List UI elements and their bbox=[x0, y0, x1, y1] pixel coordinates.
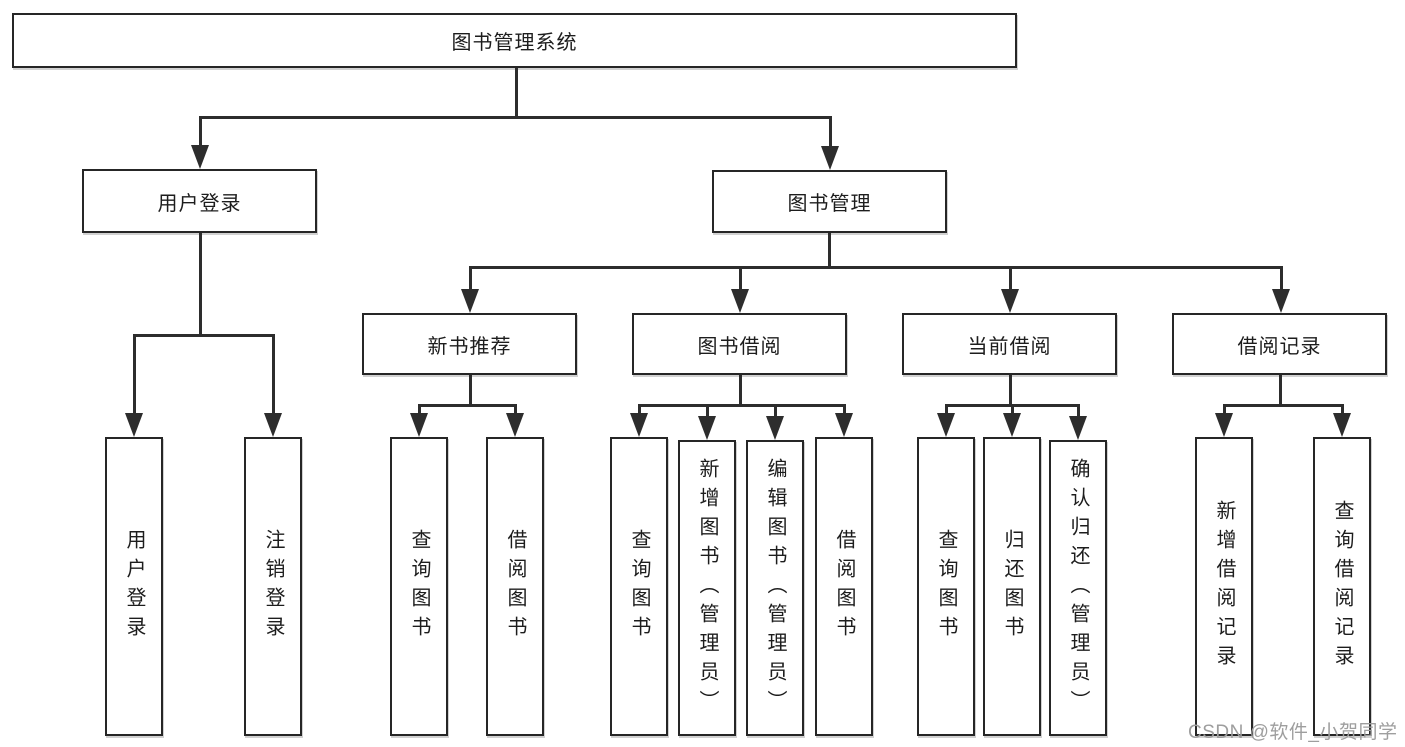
connector-stem bbox=[706, 404, 709, 418]
node-label: 图书管理 bbox=[787, 193, 872, 215]
leaf-label: 注销登录 bbox=[262, 528, 284, 645]
arrow-down-icon bbox=[125, 413, 143, 437]
arrow-down-icon bbox=[264, 413, 282, 437]
arrow-down-icon bbox=[1272, 289, 1290, 313]
leaf-query-borrow-record: 查询借阅记录 bbox=[1313, 437, 1371, 736]
leaf-add-book-admin: 新增图书（管理员） bbox=[678, 440, 736, 736]
leaf-label: 查询图书 bbox=[935, 528, 957, 645]
leaf-query-books-recommend: 查询图书 bbox=[390, 437, 448, 736]
node-book-management: 图书管理 bbox=[712, 170, 947, 233]
csdn-watermark: CSDN @软件_小贺同学 bbox=[1188, 722, 1398, 743]
node-borrowing-records: 借阅记录 bbox=[1172, 313, 1387, 375]
connector-stem bbox=[1009, 375, 1012, 406]
arrow-down-icon bbox=[461, 289, 479, 313]
arrow-down-icon bbox=[821, 146, 839, 170]
connector-rail bbox=[133, 334, 274, 337]
connector-stem bbox=[1223, 404, 1226, 416]
connector-rail bbox=[418, 404, 516, 407]
connector-stem bbox=[272, 334, 275, 416]
arrow-down-icon bbox=[698, 416, 716, 440]
connector-stem bbox=[1279, 375, 1282, 406]
leaf-label: 确认归还（管理员） bbox=[1067, 457, 1089, 719]
connector-stem bbox=[133, 334, 136, 416]
connector-stem bbox=[1077, 404, 1080, 418]
node-label: 图书借阅 bbox=[697, 335, 782, 358]
connector-stem bbox=[1280, 266, 1283, 292]
connector-stem bbox=[469, 375, 472, 406]
leaf-query-books-current: 查询图书 bbox=[917, 437, 975, 736]
leaf-label: 新增图书（管理员） bbox=[696, 457, 718, 719]
connector-level2-rail bbox=[199, 116, 831, 119]
connector-stem bbox=[1009, 266, 1012, 292]
node-label: 用户登录 bbox=[157, 192, 242, 215]
node-library-system: 图书管理系统 bbox=[12, 13, 1017, 68]
connector-stem bbox=[1341, 404, 1344, 416]
leaf-edit-book-admin: 编辑图书（管理员） bbox=[746, 440, 804, 736]
leaf-label: 借阅图书 bbox=[833, 528, 855, 645]
leaf-label: 查询借阅记录 bbox=[1331, 499, 1353, 674]
node-label: 借阅记录 bbox=[1237, 335, 1322, 358]
arrow-down-icon bbox=[506, 413, 524, 437]
connector-stem bbox=[199, 233, 202, 337]
leaf-user-login: 用户登录 bbox=[105, 437, 163, 736]
connector-rail bbox=[1223, 404, 1343, 407]
connector-stem bbox=[638, 404, 641, 416]
node-user-login: 用户登录 bbox=[82, 169, 317, 233]
connector-rail bbox=[638, 404, 845, 407]
connector-stem bbox=[843, 404, 846, 416]
leaf-label: 查询图书 bbox=[628, 528, 650, 645]
leaf-add-borrow-record: 新增借阅记录 bbox=[1195, 437, 1253, 736]
leaf-label: 新增借阅记录 bbox=[1213, 499, 1235, 674]
node-label: 当前借阅 bbox=[967, 335, 1052, 358]
connector-stem bbox=[828, 233, 831, 269]
connector-stem bbox=[514, 404, 517, 416]
leaf-confirm-return-admin: 确认归还（管理员） bbox=[1049, 440, 1107, 736]
arrow-down-icon bbox=[835, 413, 853, 437]
node-label: 新书推荐 bbox=[427, 335, 512, 358]
arrow-down-icon bbox=[1001, 289, 1019, 313]
arrow-down-icon bbox=[731, 289, 749, 313]
arrow-down-icon bbox=[937, 413, 955, 437]
connector-stem bbox=[1011, 404, 1014, 416]
connector-stem bbox=[469, 266, 472, 292]
node-label: 图书管理系统 bbox=[451, 32, 578, 54]
arrow-down-icon bbox=[410, 413, 428, 437]
connector-stem bbox=[739, 375, 742, 406]
leaf-label: 借阅图书 bbox=[504, 528, 526, 645]
node-current-borrowing: 当前借阅 bbox=[902, 313, 1117, 375]
arrow-down-icon bbox=[1003, 413, 1021, 437]
connector-stem bbox=[418, 404, 421, 416]
leaf-borrow-books-borrowing: 借阅图书 bbox=[815, 437, 873, 736]
arrow-down-icon bbox=[630, 413, 648, 437]
leaf-borrow-books-recommend: 借阅图书 bbox=[486, 437, 544, 736]
node-book-borrowing: 图书借阅 bbox=[632, 313, 847, 375]
connector-stem bbox=[739, 266, 742, 292]
leaf-query-books-borrowing: 查询图书 bbox=[610, 437, 668, 736]
leaf-label: 查询图书 bbox=[408, 528, 430, 645]
arrow-down-icon bbox=[1215, 413, 1233, 437]
arrow-down-icon bbox=[1333, 413, 1351, 437]
leaf-return-books: 归还图书 bbox=[983, 437, 1041, 736]
connector-stem bbox=[774, 404, 777, 418]
connector-level3-rail bbox=[469, 266, 1282, 269]
arrow-down-icon bbox=[191, 145, 209, 169]
arrow-down-icon bbox=[1069, 416, 1087, 440]
connector-stem bbox=[199, 116, 202, 148]
leaf-label: 编辑图书（管理员） bbox=[764, 457, 786, 719]
arrow-down-icon bbox=[766, 416, 784, 440]
leaf-logout: 注销登录 bbox=[244, 437, 302, 736]
connector-stem bbox=[945, 404, 948, 416]
leaf-label: 用户登录 bbox=[123, 528, 145, 645]
leaf-label: 归还图书 bbox=[1001, 528, 1023, 645]
connector-stem bbox=[829, 116, 832, 148]
node-new-book-recommend: 新书推荐 bbox=[362, 313, 577, 375]
connector-root-stem bbox=[515, 68, 518, 118]
